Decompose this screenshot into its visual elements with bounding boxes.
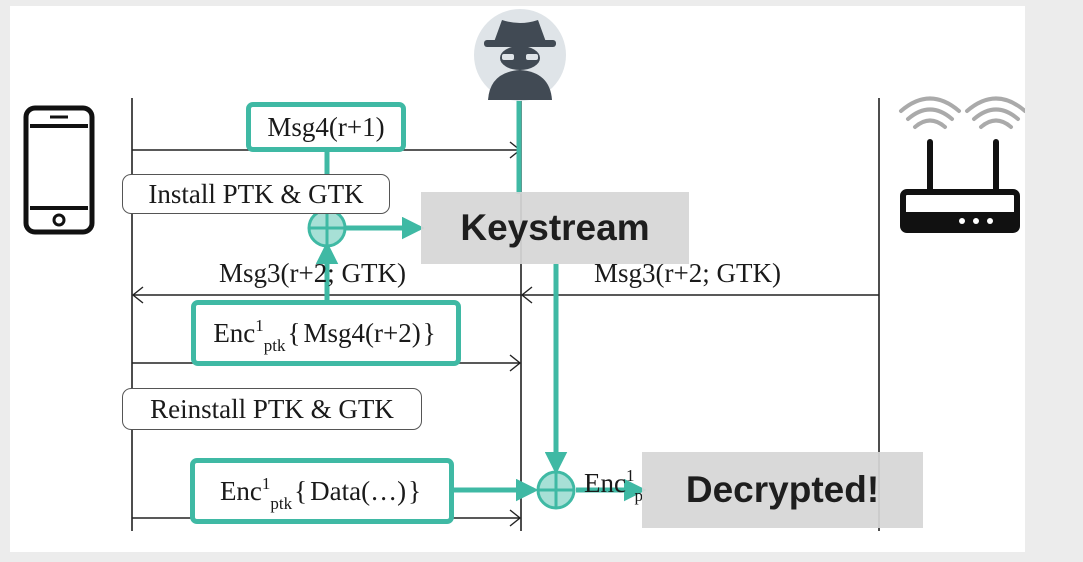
xor-top-icon [307,208,347,248]
spy-icon [474,9,566,101]
smartphone-icon [23,105,95,235]
enc-msg4-box: Enc1ptk{Msg4(r+2)} [191,300,461,366]
partial-enc-label: Enc1p [584,466,643,505]
xor-bottom-icon [536,470,576,510]
keystream-banner: Keystream [421,192,689,264]
msg3-left-label: Msg3(r+2; GTK) [219,258,406,288]
enc-msg4-label: Msg4(r+2) [303,317,421,348]
msg4-first-label: Msg4(r+1) [267,111,385,142]
wifi-router-icon [899,96,1025,233]
install-ptk-gtk-label: Install PTK & GTK [122,174,390,214]
reinstall-ptk-gtk-label: Reinstall PTK & GTK [122,388,422,430]
enc-label: Enc1ptk [219,473,293,513]
msg4-first-box: Msg4(r+1) [246,102,406,152]
slide-canvas: Msg4(r+1) Install PTK & GTK Msg3(r+2; GT… [10,6,1025,552]
msg3-right-arrowhead [520,286,533,304]
decrypted-banner: Decrypted! [642,452,923,528]
enc-data-label: Data(…) [310,475,407,506]
msg3-left-arrowhead [131,286,144,304]
enc-data-box: Enc1ptk{Data(…)} [190,458,454,524]
enc-msg4-arrowhead [509,354,522,372]
enc-label: Enc1ptk [213,315,286,355]
enc-data-arrowhead [509,509,522,527]
